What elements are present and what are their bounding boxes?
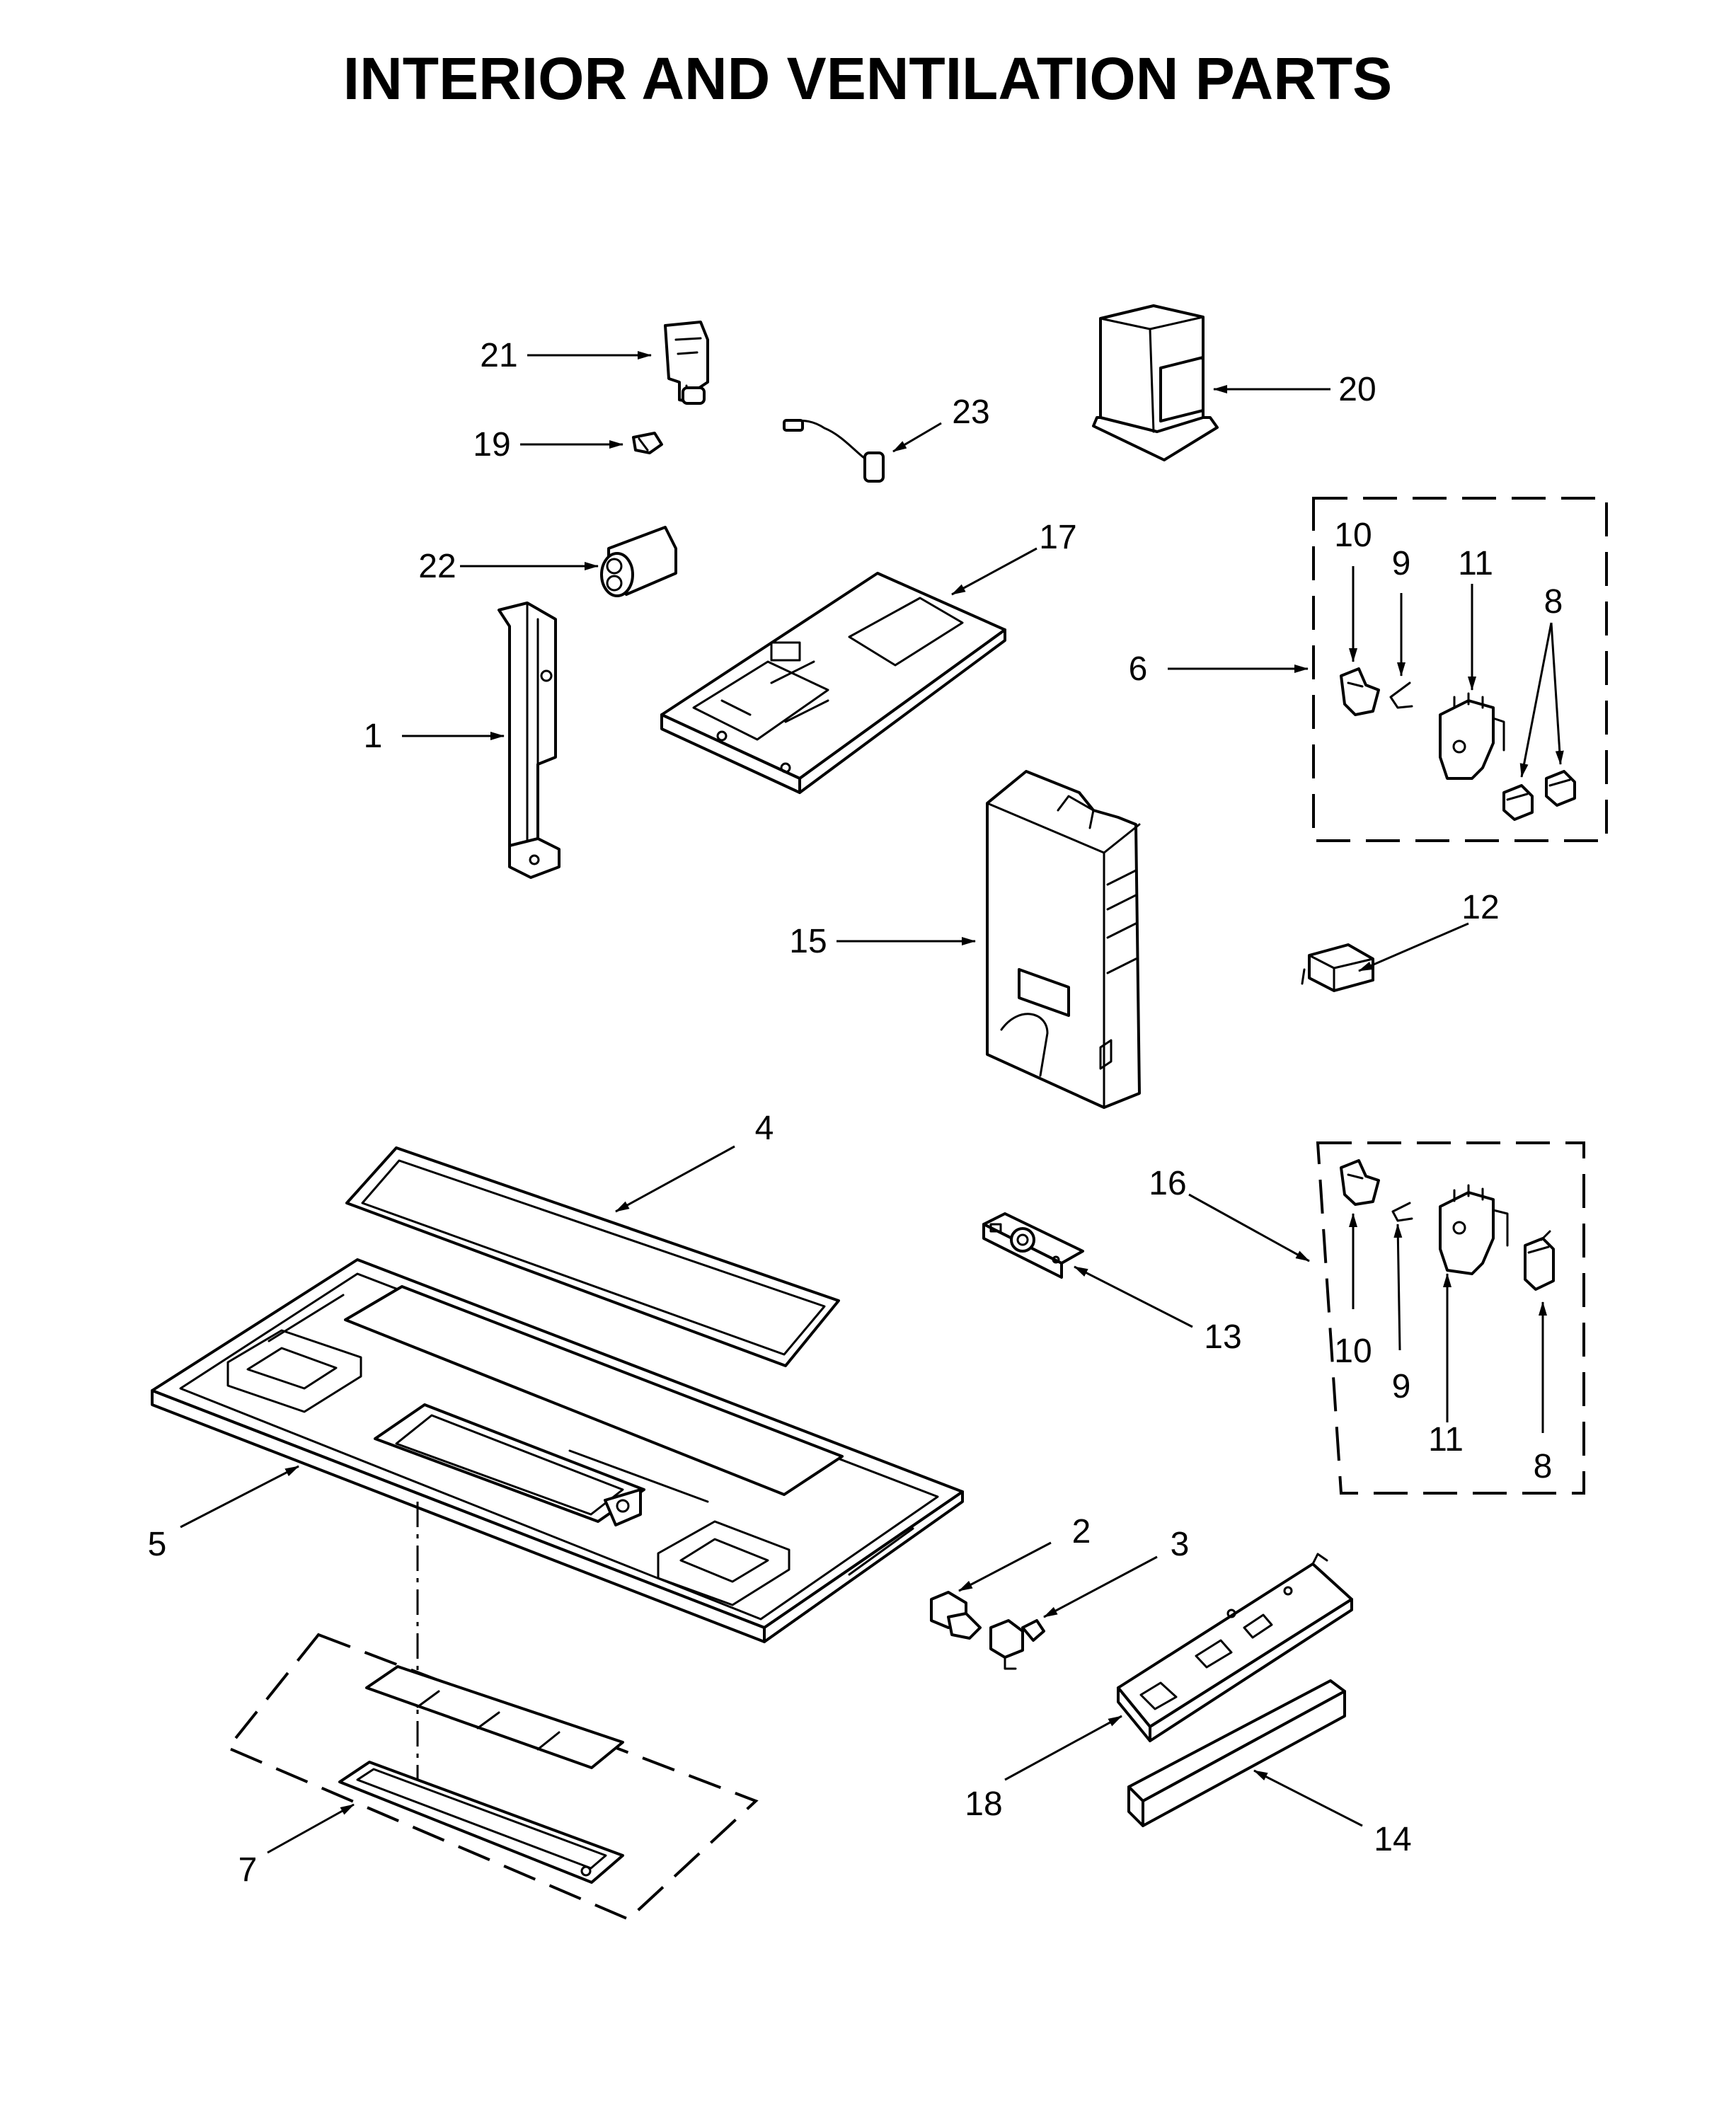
part-23-high-voltage-diode[interactable] [783,419,885,483]
callout-21: 21 [480,337,517,374]
part-4-filter-panel[interactable] [345,1146,840,1367]
part-10-switch-actuator-lower[interactable] [1340,1159,1380,1206]
part-8-microswitch-lower[interactable] [1524,1230,1555,1291]
part-17-mounting-plate[interactable] [660,572,1006,794]
leader-8a-1 [1519,622,1553,778]
callout-1: 1 [364,718,383,755]
callout-19: 19 [473,426,510,464]
callout-7: 7 [238,1851,258,1889]
callout-15: 15 [789,923,827,960]
part-9-spring-upper[interactable] [1389,681,1413,709]
callout-10a: 10 [1334,517,1372,554]
part-14-trim-bar[interactable] [1127,1679,1346,1827]
page-title: INTERIOR AND VENTILATION PARTS [343,45,1392,112]
kit-7-boundary [225,1633,759,1921]
part-19-small-clip[interactable] [632,432,663,454]
leader-23 [892,422,942,453]
callout-17: 17 [1039,519,1076,556]
callout-14: 14 [1374,1821,1411,1858]
part-18-control-bracket[interactable] [1117,1553,1353,1742]
part-20-transformer[interactable] [1092,304,1219,461]
kit-16-boundary [1316,1141,1585,1495]
callout-2: 2 [1072,1513,1091,1550]
leader-4 [615,1145,735,1213]
callout-6: 6 [1129,650,1148,688]
part-11-switch-holder-lower[interactable] [1439,1184,1509,1275]
callout-8b: 8 [1534,1448,1553,1485]
callout-20: 20 [1338,371,1376,408]
part-22-capacitor[interactable] [600,526,677,597]
callout-12: 12 [1461,889,1499,926]
callout-18: 18 [965,1785,1002,1823]
leader-14 [1253,1769,1363,1827]
callout-10b: 10 [1334,1333,1372,1370]
leader-5 [180,1465,299,1529]
part-7-vent-cover[interactable] [365,1665,624,1769]
callout-11a: 11 [1458,545,1493,582]
part-8-microswitch-upper-b[interactable] [1545,770,1576,807]
callout-9b: 9 [1392,1368,1411,1405]
callout-16: 16 [1149,1165,1186,1202]
callout-9a: 9 [1392,545,1411,582]
callout-4: 4 [755,1110,774,1147]
part-13-lamp-socket[interactable] [982,1212,1084,1279]
leader-7 [267,1803,355,1854]
leader-13 [1074,1265,1193,1328]
part-10-switch-actuator-upper[interactable] [1340,667,1380,716]
part-15-air-duct[interactable] [986,770,1141,1109]
leader-2 [958,1541,1052,1592]
callout-11b: 11 [1428,1421,1464,1458]
leader-3 [1043,1555,1158,1618]
part-11-switch-holder-upper[interactable] [1439,692,1505,780]
leader-8a-2 [1550,622,1564,765]
callout-22: 22 [418,548,456,585]
callout-3: 3 [1171,1526,1190,1563]
leader-18 [1004,1715,1122,1781]
callout-5: 5 [148,1526,167,1563]
callout-13: 13 [1204,1318,1241,1356]
callout-8a: 8 [1544,583,1563,621]
part-3-light-socket[interactable] [989,1619,1045,1670]
part-9-spring-lower[interactable] [1391,1202,1413,1222]
part-1-bracket[interactable] [498,602,561,879]
leader-16 [1188,1193,1310,1262]
part-21-terminal-clip[interactable] [664,321,709,405]
part-5-bottom-plate[interactable] [151,1258,964,1643]
leader-17 [951,547,1037,596]
kit-6-boundary [1312,497,1608,842]
part-8-microswitch-upper-a[interactable] [1502,784,1534,821]
part-12-thermal-cutoff[interactable] [1301,943,1374,992]
part-2-lamp-bulb[interactable] [930,1591,982,1640]
part-7-vent-damper-frame[interactable] [338,1761,624,1884]
leader-9b [1393,1224,1403,1351]
callout-23: 23 [952,393,989,431]
leader-12 [1358,922,1469,972]
